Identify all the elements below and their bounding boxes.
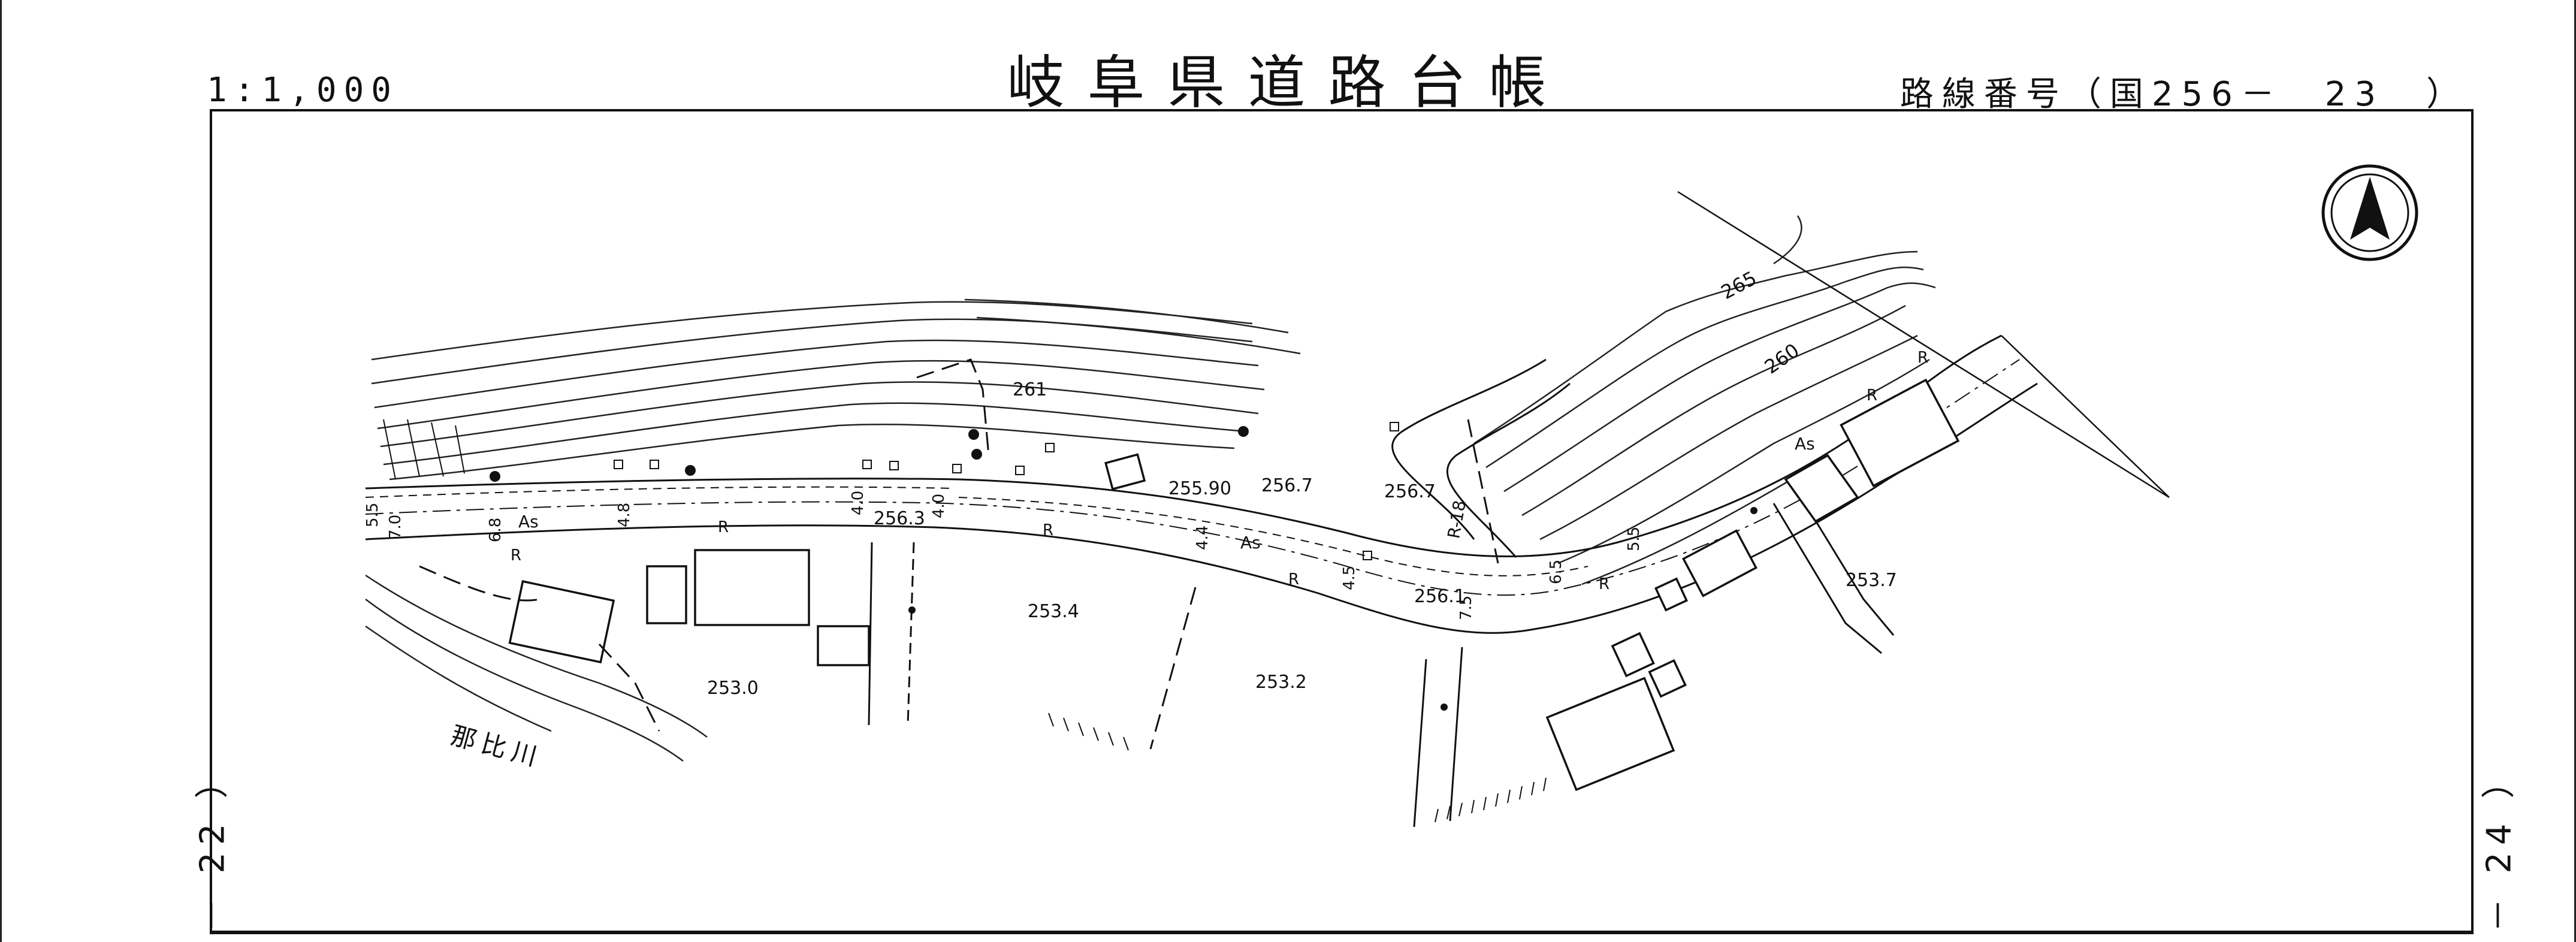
sheet-title: 岐阜県道路台帳	[1007, 49, 1569, 116]
surface-label: As	[1240, 533, 1261, 552]
svg-text:R: R	[1867, 387, 1877, 404]
elevation-label: 255.90	[1168, 478, 1231, 499]
road-width-labels: 5.5 7.0 6.8 4.8 4.0 4.0 4.4 4.5 7.5 6.5 …	[364, 491, 1643, 620]
surface-label: As	[518, 512, 539, 532]
svg-text:7.0: 7.0	[386, 515, 404, 539]
svg-text:6.5: 6.5	[1547, 560, 1565, 584]
svg-text:R: R	[511, 547, 521, 564]
svg-text:4.8: 4.8	[615, 503, 633, 527]
page-edge-left	[0, 0, 2, 942]
svg-text:R: R	[1288, 570, 1299, 588]
tree-symbols	[490, 426, 1757, 711]
frame-bottom-rule	[210, 932, 2474, 934]
elevation-label: 256.1	[1414, 586, 1466, 607]
elevation-label: 256.3	[874, 508, 925, 529]
slope-hachures	[383, 419, 1547, 823]
elevation-label: 253.4	[1028, 601, 1079, 622]
river-banks	[365, 574, 708, 762]
north-arrow-icon	[2321, 164, 2418, 261]
elevation-label: 253.2	[1255, 672, 1307, 693]
elevation-label: 253.0	[707, 678, 759, 699]
structure-symbols	[614, 422, 1399, 560]
svg-text:R: R	[1043, 521, 1053, 539]
svg-text:7.5: 7.5	[1457, 596, 1475, 620]
side-roads	[868, 191, 2170, 828]
map-scale: 1:1,000	[207, 71, 399, 110]
contour-lines-west	[371, 298, 1301, 481]
svg-text:R: R	[1917, 349, 1928, 367]
lot-boundaries	[419, 358, 1499, 750]
route-number: 路線番号（国256－ 23 ）	[1899, 75, 2468, 114]
svg-text:5.5: 5.5	[1625, 527, 1643, 551]
svg-text:4.0: 4.0	[930, 494, 948, 518]
contour-label: 265	[1717, 267, 1760, 304]
page-edge-right	[2574, 0, 2576, 942]
surface-label: As	[1795, 434, 1815, 454]
svg-text:R: R	[718, 518, 729, 536]
buildings	[508, 378, 1960, 792]
svg-text:R: R	[1599, 575, 1609, 593]
svg-text:4.5: 4.5	[1340, 566, 1358, 590]
contour-label: 260	[1760, 339, 1804, 378]
elevation-label: 261	[1013, 379, 1047, 400]
elevation-label: 256.7	[1261, 475, 1313, 496]
curve-radius-label: R-18	[1443, 499, 1470, 540]
river-label: 那比川	[448, 720, 545, 773]
elevation-label: 253.7	[1846, 570, 1897, 591]
svg-text:4.0: 4.0	[849, 491, 867, 515]
road-marks: R R R R R R R	[511, 349, 1928, 593]
elevation-label: 256.7	[1384, 481, 1436, 502]
svg-text:5.5: 5.5	[364, 503, 382, 527]
svg-text:4.4: 4.4	[1194, 526, 1212, 550]
contour-lines-east	[1473, 215, 1936, 585]
svg-text:6.8: 6.8	[487, 518, 505, 542]
